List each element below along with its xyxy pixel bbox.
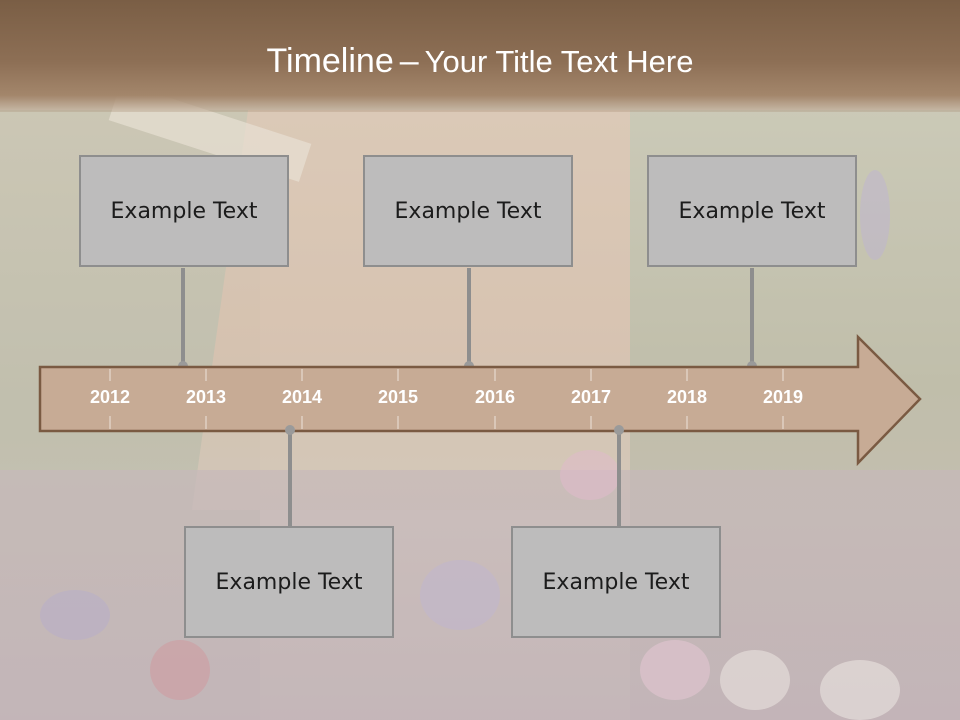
flower-pink xyxy=(640,640,710,700)
timeline-arrow xyxy=(38,333,922,467)
flower-white xyxy=(820,660,900,720)
year-label: 2015 xyxy=(378,387,418,407)
event-box-top[interactable]: Example Text xyxy=(79,155,289,267)
year-label: 2014 xyxy=(282,387,322,407)
year-label: 2017 xyxy=(571,387,611,407)
event-box-bottom[interactable]: Example Text xyxy=(511,526,721,638)
title-banner xyxy=(0,0,960,112)
flower-pink xyxy=(560,450,620,500)
connector-dot xyxy=(614,425,624,435)
year-label: 2018 xyxy=(667,387,707,407)
flower-red xyxy=(150,640,210,700)
flower-white xyxy=(720,650,790,710)
event-box-top[interactable]: Example Text xyxy=(363,155,573,267)
year-label: 2013 xyxy=(186,387,226,407)
slide-title: Timeline–Your Title Text Here xyxy=(0,42,960,81)
year-label: 2012 xyxy=(90,387,130,407)
flower-purple xyxy=(420,560,500,630)
event-box-top[interactable]: Example Text xyxy=(647,155,857,267)
tick-marks xyxy=(109,369,784,429)
title-separator: – xyxy=(399,42,419,80)
title-subtitle: Your Title Text Here xyxy=(424,44,694,79)
connector-dot xyxy=(285,425,295,435)
flower-lavender xyxy=(860,170,890,260)
event-box-bottom[interactable]: Example Text xyxy=(184,526,394,638)
year-label: 2019 xyxy=(763,387,803,407)
year-label: 2016 xyxy=(475,387,515,407)
title-main: Timeline xyxy=(266,42,394,80)
flower-purple xyxy=(40,590,110,640)
